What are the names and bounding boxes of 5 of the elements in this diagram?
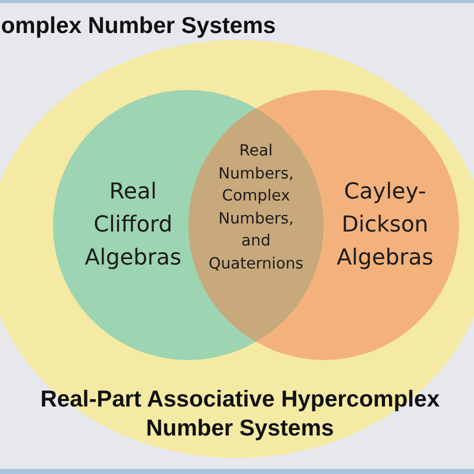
set-label: omplex Number Systems [1,11,276,40]
set-label: Real-Part Associative Hypercomplex Number Systems [39,384,441,442]
set-label: Cayley-Dickson Algebras [336,178,434,272]
intersection-label: Real Numbers, Complex Numbers, and Quaternions [208,140,304,274]
set-label: Real Clifford Algebras [84,178,182,272]
